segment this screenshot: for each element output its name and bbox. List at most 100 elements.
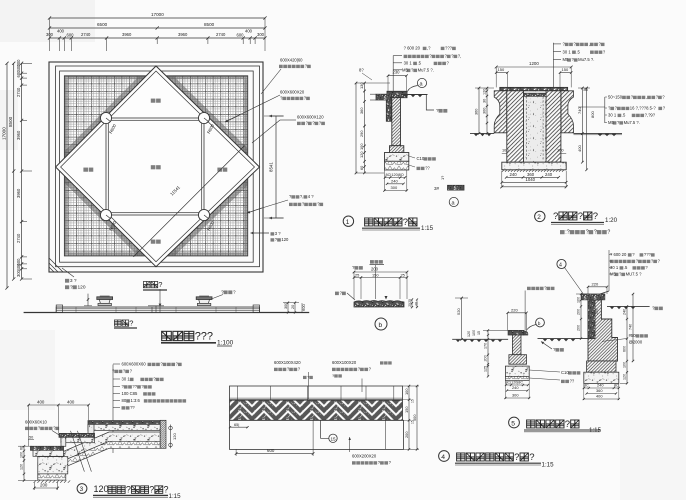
svg-text:#50: #50 [629,333,637,338]
svg-text:220: 220 [511,307,518,312]
svg-text:?: ? [662,95,665,100]
svg-text:C10: C10 [417,156,425,161]
svg-text:?: ? [615,106,618,111]
svg-text:200: 200 [404,431,409,438]
svg-text:30 1: 30 1 [610,265,619,270]
svg-text:400: 400 [596,394,603,399]
svg-text:?: ? [565,419,570,430]
svg-text:??: ?? [132,384,137,389]
svg-text:15: 15 [411,420,415,424]
svg-text:2740: 2740 [16,87,21,97]
svg-text:.5: .5 [622,113,626,118]
svg-text:b: b [379,322,383,329]
svg-text:?: ? [352,265,355,270]
svg-text:?: ? [451,54,454,59]
svg-text:1:15: 1:15 [421,225,434,232]
svg-text:?,?9?: ?,?9? [645,113,656,118]
svg-text:120: 120 [623,374,627,380]
svg-text:8C|120|8O: 8C|120|8O [386,173,404,177]
svg-text:?: ? [573,42,576,47]
svg-text:130: 130 [359,82,364,89]
svg-text:3 ?: 3 ? [275,231,281,236]
svg-text::?: :? [565,230,569,236]
svg-text:100: 100 [404,388,409,395]
svg-text:?: ? [586,230,589,236]
svg-text:?: ? [123,369,126,374]
svg-text:300: 300 [46,32,54,37]
svg-text:50~150: 50~150 [608,95,623,100]
svg-text:16 ?,???8.5-?: 16 ?,???8.5-? [630,106,657,111]
svg-text:240: 240 [510,172,518,177]
svg-text:2: 2 [537,214,541,221]
svg-text:?: ? [340,291,343,296]
svg-text:1200: 1200 [529,61,539,66]
svg-text:Mu7.5 ?.: Mu7.5 ?. [578,57,594,62]
svg-text:400: 400 [577,145,582,152]
svg-text:15: 15 [331,436,337,441]
svg-text:?: ? [369,367,372,372]
svg-text:300: 300 [16,269,21,277]
svg-text:65|: 65| [234,422,239,427]
svg-text:400: 400 [245,29,253,34]
svg-text:?: ? [608,106,611,111]
svg-text:360: 360 [596,388,603,393]
svg-text:?: ? [594,230,597,236]
svg-text:???: ??? [195,331,213,343]
svg-text:15: 15 [477,331,481,335]
svg-text:3960: 3960 [178,32,188,37]
svg-text:?: ? [149,485,154,495]
svg-text:170: 170 [484,343,488,349]
svg-text:740: 740 [577,107,582,114]
svg-text:1:20: 1:20 [605,217,618,224]
svg-text:100: 100 [472,330,476,336]
svg-text:?: ? [656,95,659,100]
svg-text:300: 300 [512,393,519,398]
svg-text:?: ? [632,252,635,257]
svg-text:?: ? [302,202,305,207]
svg-text:?,: ?, [300,194,304,199]
svg-text:1040: 1040 [526,177,536,182]
svg-text:?: ? [436,108,439,113]
svg-text:120: 120 [78,285,86,291]
svg-text:?: ? [663,106,666,111]
svg-text:400: 400 [67,400,75,405]
svg-text:30 1: 30 1 [608,113,617,118]
svg-text:600: 600 [237,33,245,38]
svg-text:600X60X10: 600X60X10 [25,420,48,425]
svg-text:.5: .5 [418,61,422,66]
svg-text:?: ? [319,121,322,126]
svg-text:360: 360 [475,109,479,115]
svg-text:?: ? [112,369,115,374]
svg-text:?: ? [332,373,335,378]
svg-text:?: ? [305,64,308,69]
svg-text:600X600X20: 600X600X20 [280,90,305,95]
svg-text:120: 120 [281,237,289,242]
svg-text:200: 200 [577,325,581,331]
svg-text:120: 120 [94,484,109,494]
svg-text:?: ? [599,42,602,47]
svg-text:4: 4 [441,454,445,461]
svg-text:240: 240 [391,179,398,184]
svg-text:240: 240 [545,172,553,177]
svg-text:240: 240 [623,309,627,315]
svg-text:?: ? [358,367,361,372]
svg-text:100: 100 [20,452,24,458]
svg-text:800: 800 [590,111,595,118]
svg-text:80: 80 [122,398,127,403]
svg-text:8C|120|8C: 8C|120|8C [506,381,524,385]
svg-text:a: a [420,82,424,88]
svg-text:200: 200 [577,309,581,315]
svg-text:120: 120 [483,89,487,95]
svg-text:?: ? [141,384,144,389]
svg-text:?: ? [126,485,131,495]
svg-text:300: 300 [16,59,21,67]
svg-text:520: 520 [456,308,461,315]
svg-text:?: ? [306,121,309,126]
svg-text:600X600X120: 600X600X120 [297,115,324,120]
svg-text:200: 200 [484,355,488,361]
svg-text:120: 120 [172,433,177,440]
svg-text:600X100X20: 600X100X20 [332,360,357,365]
svg-text:?: ? [553,347,556,352]
svg-text:?: ? [619,272,622,277]
svg-text:?: ? [160,362,163,367]
